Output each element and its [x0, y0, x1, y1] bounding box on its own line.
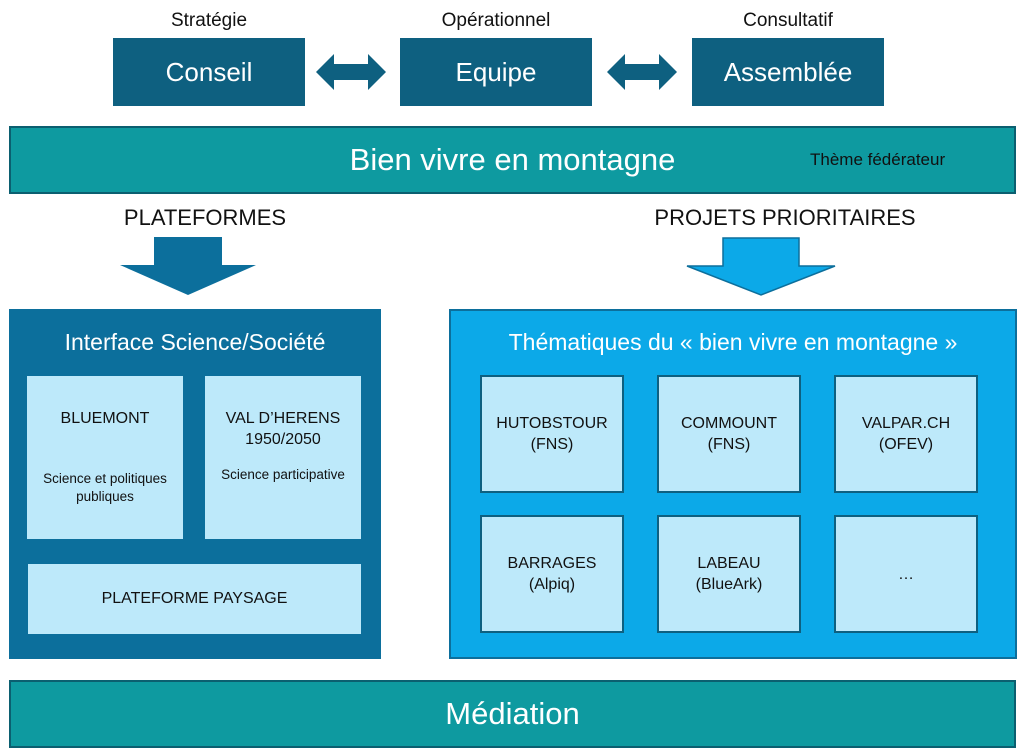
project-funder: (OFEV)	[878, 436, 934, 453]
role-label-operationnel: Opérationnel	[441, 10, 551, 31]
theme-band: Bien vivre en montagne	[9, 126, 1016, 194]
double-arrow-icon	[316, 54, 386, 90]
card-title: VAL D’HERENS 1950/2050	[225, 410, 341, 448]
assemblee-label: Assemblée	[723, 56, 853, 87]
project-name: BARRAGES	[507, 555, 597, 572]
project-funder: (FNS)	[707, 436, 751, 453]
project-name: …	[898, 565, 914, 583]
project-card: BARRAGES (Alpiq)	[480, 515, 624, 633]
project-card: COMMOUNT (FNS)	[657, 375, 801, 493]
platforms-title: Interface Science/Société	[64, 329, 326, 355]
platforms-panel: Interface Science/Société BLUEMONT Scien…	[9, 309, 381, 659]
conseil-label: Conseil	[165, 56, 253, 87]
plateformes-heading: PLATEFORMES	[123, 205, 287, 230]
project-name: LABEAU	[697, 555, 761, 572]
double-arrow-icon	[607, 54, 677, 90]
down-arrow-icon	[686, 237, 836, 296]
role-label-consultatif: Consultatif	[743, 10, 833, 31]
theme-note: Thème fédérateur	[810, 150, 946, 169]
project-card: VALPAR.CH (OFEV)	[834, 375, 978, 493]
projets-heading: PROJETS PRIORITAIRES	[654, 205, 916, 230]
card-title: BLUEMONT	[60, 410, 150, 427]
project-name: HUTOBSTOUR	[496, 415, 608, 432]
theme-title: Bien vivre en montagne	[349, 142, 676, 177]
equipe-box: Equipe	[400, 38, 592, 106]
project-funder: (FNS)	[530, 436, 574, 453]
projects-panel: Thématiques du « bien vivre en montagne …	[449, 309, 1017, 659]
project-name: COMMOUNT	[681, 415, 777, 432]
project-name: VALPAR.CH	[861, 415, 951, 432]
card-subtitle: Science et politiques publiques	[43, 471, 167, 504]
card-title: PLATEFORME PAYSAGE	[101, 590, 288, 607]
project-card: LABEAU (BlueArk)	[657, 515, 801, 633]
project-funder: (Alpiq)	[528, 576, 576, 593]
project-funder: (BlueArk)	[695, 576, 763, 593]
platform-card-bluemont: BLUEMONT Science et politiques publiques	[27, 376, 183, 539]
card-subtitle: Science participative	[221, 467, 345, 482]
equipe-label: Equipe	[455, 56, 537, 87]
assemblee-box: Assemblée	[692, 38, 884, 106]
mediation-band: Médiation	[9, 680, 1016, 748]
role-label-strategie: Stratégie	[170, 10, 248, 31]
conseil-box: Conseil	[113, 38, 305, 106]
project-card: HUTOBSTOUR (FNS)	[480, 375, 624, 493]
down-arrow-icon	[120, 237, 256, 295]
projects-title: Thématiques du « bien vivre en montagne …	[508, 329, 958, 355]
platform-card-val-dherens: VAL D’HERENS 1950/2050 Science participa…	[205, 376, 361, 539]
project-card: …	[834, 515, 978, 633]
platform-card-paysage: PLATEFORME PAYSAGE	[28, 564, 361, 634]
mediation-title: Médiation	[445, 696, 580, 731]
